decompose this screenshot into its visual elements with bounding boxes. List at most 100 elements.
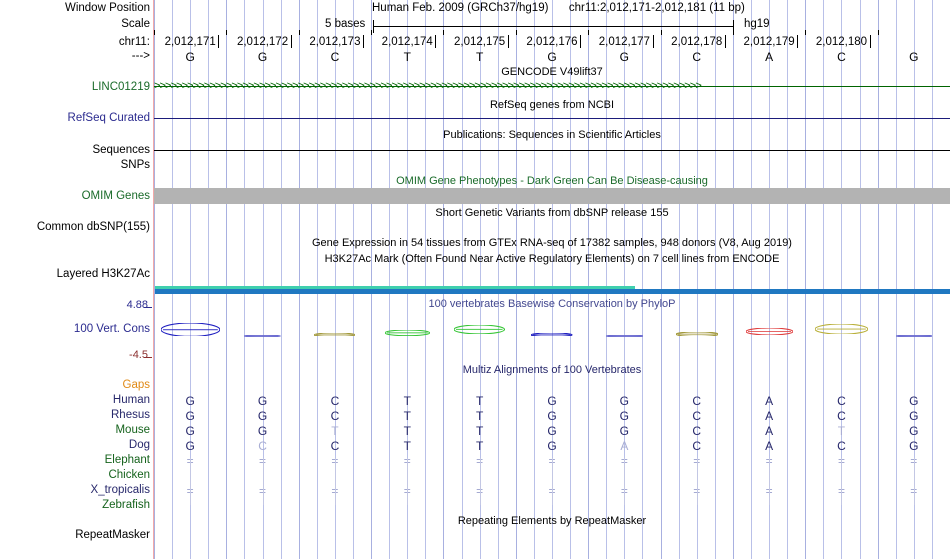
alignment-base: T	[331, 424, 339, 438]
alignment-connector-line	[263, 458, 264, 505]
conservation-bar	[605, 328, 644, 338]
alignment-base: C	[330, 394, 340, 408]
reference-base: G	[619, 50, 630, 64]
refseq-center-label: RefSeq genes from NCBI	[489, 99, 615, 111]
alignment-gap-mark: =	[661, 484, 733, 498]
chrom-label: chr11:	[118, 36, 150, 48]
reference-base: G	[257, 50, 268, 64]
species-label-zebrafish[interactable]: Zebrafish	[102, 499, 150, 511]
ruler-tick-label: 2,012,172	[236, 36, 289, 48]
alignment-base: T	[837, 424, 846, 438]
alignment-base: T	[403, 439, 411, 453]
alignment-base: C	[330, 439, 340, 453]
position-text: chr11:2,012,171-2,012,181 (11 bp)	[568, 2, 745, 14]
alignment-gap-mark: =	[516, 454, 588, 468]
alignment-base: G	[909, 409, 919, 423]
ruler-tick-mark	[218, 35, 219, 48]
alignment-base: C	[258, 439, 267, 453]
alignment-base: G	[619, 424, 630, 438]
species-label-mouse[interactable]: Mouse	[115, 424, 150, 436]
database-label: hg19	[744, 18, 770, 30]
alignment-gap-mark: =	[443, 484, 515, 498]
alignment-gap-mark: =	[226, 484, 298, 498]
ruler-tick-mark	[725, 35, 726, 48]
multiz-gaps-label[interactable]: Gaps	[122, 379, 151, 391]
alignment-base: C	[692, 424, 702, 438]
alignment-base: T	[403, 394, 411, 408]
alignment-base: T	[475, 439, 484, 453]
conservation-bar	[243, 328, 282, 338]
conservation-bar	[313, 327, 356, 338]
conservation-bar	[453, 324, 506, 335]
alignment-base: G	[185, 394, 195, 408]
alignment-base: G	[547, 394, 557, 408]
species-label-dog[interactable]: Dog	[128, 439, 150, 451]
axis-min-tick	[144, 357, 152, 358]
alignment-base: G	[185, 409, 195, 423]
alignment-base: G	[185, 439, 195, 453]
alignment-gap-mark: =	[299, 454, 371, 468]
conservation-bar	[895, 328, 933, 338]
conservation-bar	[160, 322, 221, 337]
alignment-gap-mark: =	[516, 484, 588, 498]
alignment-gap-mark: =	[443, 454, 515, 468]
scale-minor-tick	[733, 30, 734, 35]
track-label-linc01219[interactable]: LINC01219	[91, 81, 150, 93]
species-label-x_tropicalis[interactable]: X_tropicalis	[90, 484, 150, 496]
alignment-base: G	[257, 394, 268, 408]
alignment-connector-line	[914, 458, 915, 505]
conservation-bar	[675, 327, 719, 337]
ruler-tick-mark	[291, 35, 292, 48]
track-label-snps[interactable]: SNPs	[120, 159, 150, 171]
track-label-refseq-curated[interactable]: RefSeq Curated	[67, 112, 150, 124]
alignment-connector-line	[697, 458, 698, 505]
ruler-tick-mark	[363, 35, 364, 48]
species-label-chicken[interactable]: Chicken	[108, 469, 150, 481]
assembly-name: Human Feb. 2009 (GRCh37/hg19)	[372, 2, 549, 14]
alignment-base: G	[547, 439, 557, 453]
scale-minor-tick	[516, 30, 517, 35]
species-label-human[interactable]: Human	[112, 394, 150, 406]
species-label-rhesus[interactable]: Rhesus	[111, 409, 150, 421]
refseq-track-line	[154, 118, 950, 119]
track-label-100-vert-cons[interactable]: 100 Vert. Cons	[73, 323, 150, 335]
track-label-repeatmasker[interactable]: RepeatMasker	[75, 529, 150, 541]
track-label-common-dbsnp[interactable]: Common dbSNP(155)	[36, 221, 150, 233]
alignment-connector-line	[624, 458, 625, 505]
track-label-layered-h3k27ac[interactable]: Layered H3K27Ac	[56, 268, 150, 280]
track-label-omim-genes[interactable]: OMIM Genes	[81, 190, 150, 202]
scale-minor-tick	[588, 30, 589, 35]
omim-center-label: OMIM Gene Phenotypes - Dark Green Can Be…	[396, 175, 708, 187]
conservation-center-label: 100 vertebrates Basewise Conservation by…	[428, 298, 676, 310]
sequences-track-line	[154, 150, 950, 151]
strand-arrow-label: --->	[131, 50, 150, 62]
reference-base: T	[403, 50, 411, 64]
alignment-base: T	[403, 409, 411, 423]
reference-base: C	[692, 50, 702, 64]
alignment-base: C	[330, 409, 340, 423]
ruler-tick-label: 2,012,174	[381, 36, 433, 48]
conservation-bar	[745, 326, 794, 336]
alignment-base: A	[765, 439, 774, 453]
reference-base: G	[185, 50, 195, 64]
window-position-label: Window Position	[64, 2, 150, 14]
alignment-base: G	[547, 424, 557, 438]
conservation-axis-max: 4.88	[126, 299, 148, 311]
alignment-base: A	[765, 394, 774, 408]
alignment-gap-mark: =	[878, 484, 950, 498]
alignment-base: G	[619, 409, 630, 423]
alignment-gap-mark: =	[661, 454, 733, 468]
scale-minor-tick	[661, 30, 662, 35]
alignment-base: G	[909, 424, 919, 438]
track-label-sequences[interactable]: Sequences	[92, 144, 150, 156]
conservation-bar	[814, 323, 869, 336]
ruler-tick-label: 2,012,173	[309, 36, 361, 48]
omim-gene-bar[interactable]	[154, 188, 950, 204]
species-label-elephant[interactable]: Elephant	[104, 454, 150, 466]
repeatmasker-center-label: Repeating Elements by RepeatMasker	[457, 515, 647, 527]
scale-minor-tick	[371, 30, 372, 35]
scale-minor-tick	[443, 30, 444, 35]
alignment-base: T	[475, 424, 484, 438]
alignment-base: T	[475, 409, 484, 423]
alignment-base: G	[185, 424, 195, 438]
